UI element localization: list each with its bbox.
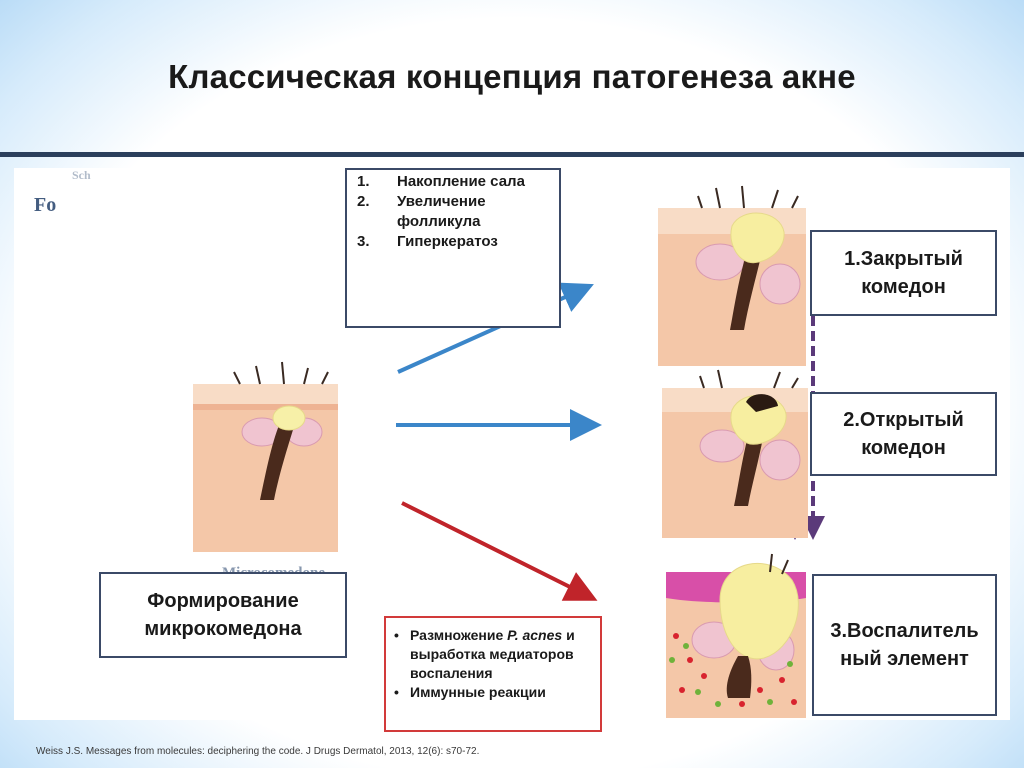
closed-comedone-label: 1.Закрытый комедон: [810, 230, 997, 316]
citation: Weiss J.S. Messages from molecules: deci…: [36, 746, 480, 757]
inflammation-factors-box: • Размножение P. acnes и выработка медиа…: [384, 616, 602, 732]
open-comedone-label: 2.Открытый комедон: [810, 392, 997, 476]
slide-title: Классическая концепция патогенеза акне: [168, 58, 856, 95]
skin-block-inflammatory: [666, 553, 806, 718]
step-item: 3.Гиперкератоз: [357, 233, 498, 250]
bg-text-top: Sch: [72, 168, 91, 182]
arrow-to-inflammatory: [401, 501, 598, 601]
bg-text-left: Fo: [34, 194, 57, 216]
process-steps-box: 1.Накопление сала 2.Увеличение фолликула…: [345, 168, 561, 328]
step-item: 2.Увеличение фолликула: [357, 193, 486, 230]
step-item: 1.Накопление сала: [357, 173, 525, 190]
microcomedone-label: Формирование микрокомедона: [99, 572, 347, 658]
skin-block-microcomedone: [193, 361, 338, 552]
skin-block-open-comedone: [662, 369, 808, 538]
inflammation-item: • Размножение P. acnes и выработка медиа…: [394, 627, 575, 681]
inflammation-item: • Иммунные реакции: [394, 684, 546, 700]
inflammatory-element-label: 3.Воспалитель ный элемент: [812, 574, 997, 716]
skin-block-closed-comedone: [658, 185, 806, 366]
title-divider: [0, 152, 1024, 157]
